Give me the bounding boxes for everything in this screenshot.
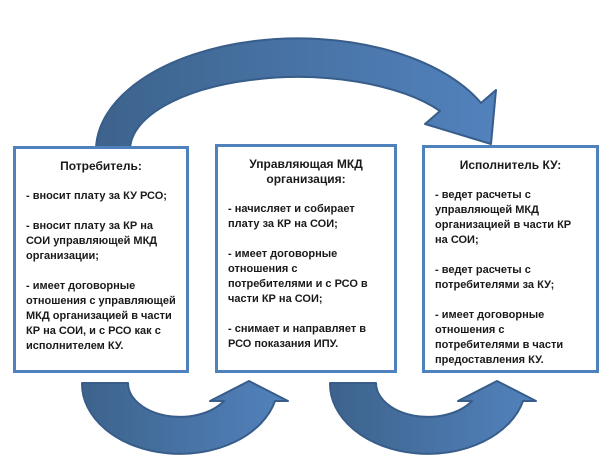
box-executor-item: - ведет расчеты с потребителями за КУ; [435,264,555,291]
box-management-title: Управляющая МКД организация: [249,157,363,186]
box-executor: Исполнитель КУ: - ведет расчеты с управл… [422,145,599,373]
box-consumer-item: - вносит плату за КУ РСО; [26,190,167,202]
arrow-bottom-consumer-to-management-icon [80,380,289,455]
box-consumer-title: Потребитель: [60,159,142,173]
box-management-item: - имеет договорные отношения с потребите… [228,248,368,305]
box-management-item: - снимает и направляет в РСО показания И… [228,323,367,350]
box-management-item: - начисляет и собирает плату за КР на СО… [228,203,355,230]
box-executor-title: Исполнитель КУ: [459,158,562,172]
arrow-bottom-management-to-executor-icon [328,380,537,455]
box-management: Управляющая МКД организация: - начисляет… [215,144,397,373]
arrow-top-consumer-to-executor-icon [95,37,497,151]
box-executor-item: - ведет расчеты с управляющей МКД органи… [435,189,572,246]
box-consumer: Потребитель: - вносит плату за КУ РСО; -… [13,146,189,373]
box-consumer-item: - вносит плату за КР на СОИ управляющей … [26,220,158,262]
box-consumer-item: - имеет договорные отношения с управляющ… [26,280,176,352]
box-executor-item: - имеет договорные отношения с потребите… [435,309,564,366]
